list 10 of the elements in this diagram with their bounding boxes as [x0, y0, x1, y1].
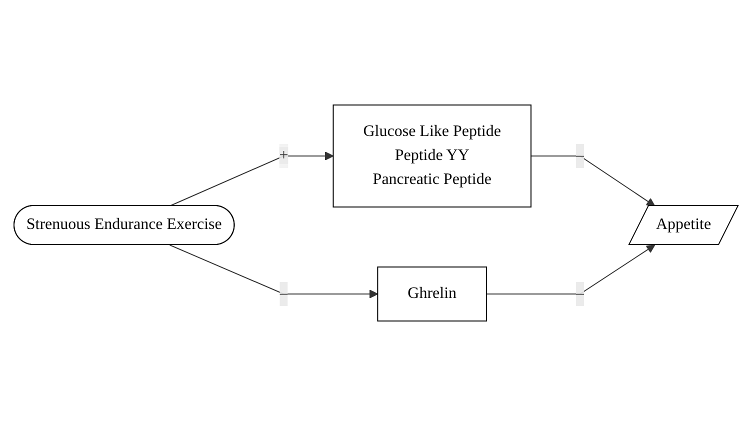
arrow: [170, 152, 334, 206]
node-box: Glucose Like Peptide Peptide YY Pancreatic Peptide: [333, 104, 532, 208]
edge-label: –: [280, 285, 288, 302]
node-box: Ghrelin: [378, 266, 488, 322]
edge-label: +: [280, 147, 289, 164]
edge-label: –: [576, 147, 584, 164]
edge-label: –: [576, 285, 584, 302]
arrow: [530, 156, 656, 206]
arrow: [170, 244, 379, 298]
arrow: [486, 244, 656, 294]
